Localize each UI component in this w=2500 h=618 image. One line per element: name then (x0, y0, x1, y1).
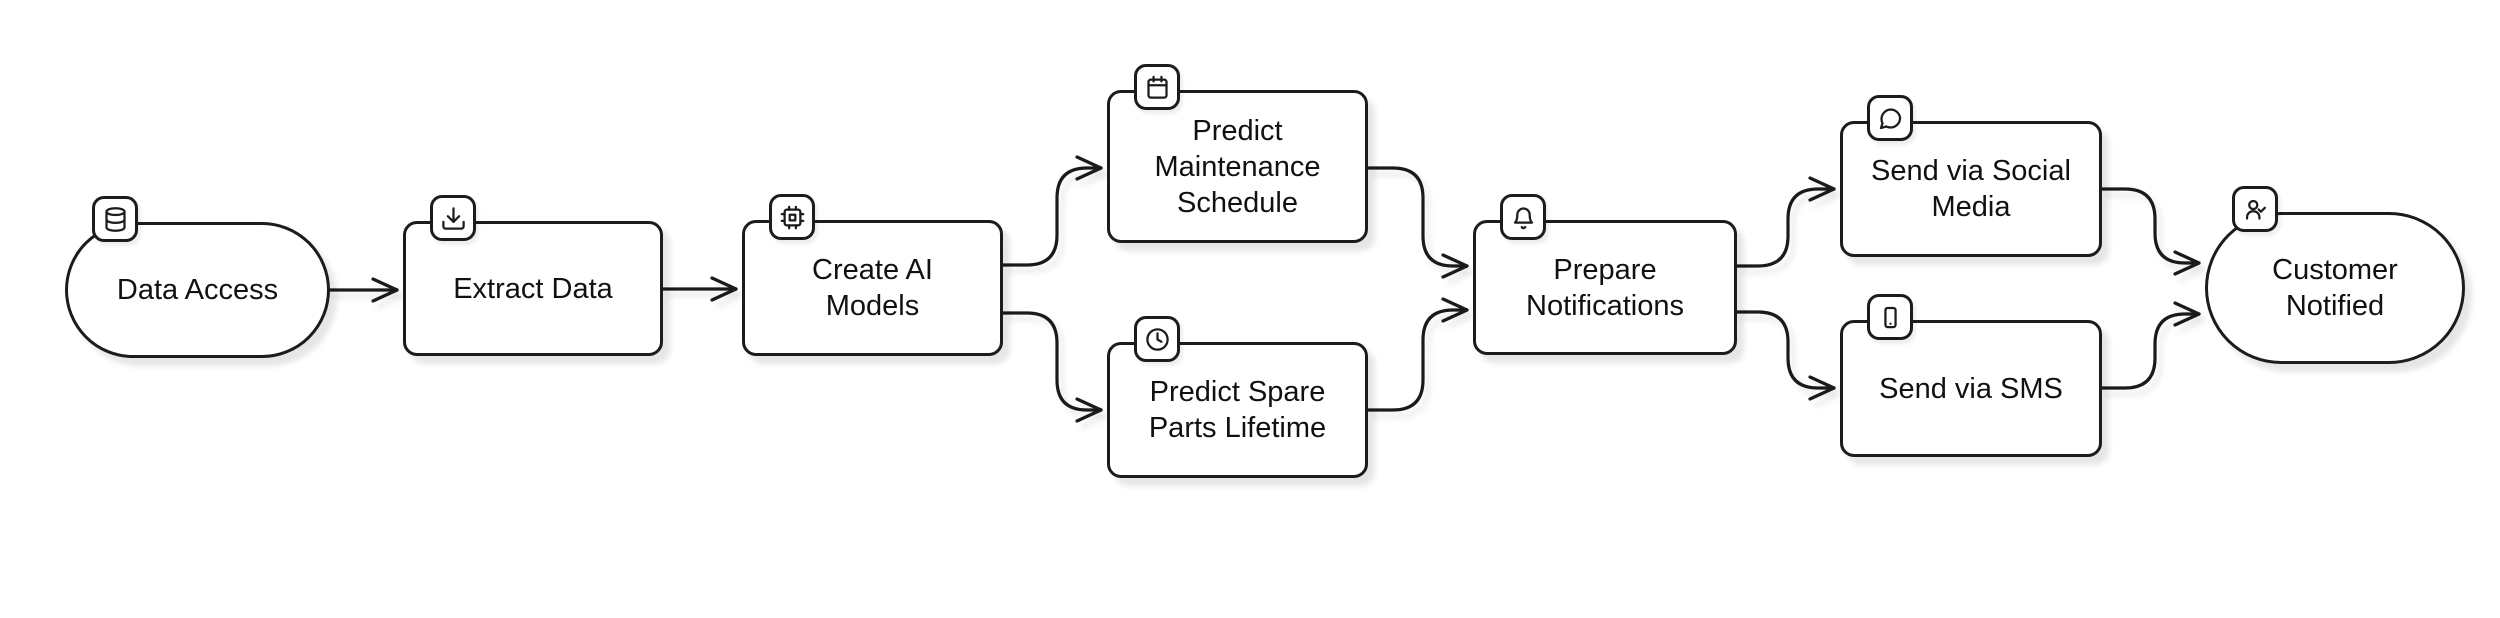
cpu-chip-icon (780, 205, 804, 229)
node-customer-notified: Customer Notified (2205, 186, 2465, 364)
download-icon (441, 206, 465, 230)
node-label: Create AI Models (812, 254, 933, 322)
node-badge (1867, 294, 1913, 340)
node-badge (1500, 194, 1546, 240)
node-data-access: Data Access (65, 196, 330, 358)
edge-send-via-sms-to-customer-notified (2100, 301, 2201, 390)
node-send-via-social-media: Send via Social Media (1840, 95, 2102, 257)
node-label: Extract Data (453, 272, 613, 305)
node-create-ai-models: Create AI Models (742, 194, 1003, 356)
chat-bubble-icon (1879, 107, 1901, 129)
smartphone-icon (1883, 306, 1897, 328)
edge-predict-spare-parts-lifetime-to-prepare-notifications (1366, 297, 1469, 412)
node-predict-maintenance-schedule: Predict Maintenance Schedule (1107, 64, 1368, 243)
node-badge (92, 196, 138, 242)
calendar-icon (1146, 75, 1168, 99)
edge-prepare-notifications-to-send-via-social-media (1735, 176, 1836, 268)
node-prepare-notifications: Prepare Notifications (1473, 194, 1737, 355)
clock-icon (1145, 327, 1169, 351)
node-badge (769, 194, 815, 240)
node-label: Predict Spare Parts Lifetime (1148, 376, 1327, 444)
user-check-icon (2245, 199, 2266, 220)
node-extract-data: Extract Data (403, 195, 663, 356)
edge-prepare-notifications-to-send-via-sms (1735, 310, 1836, 401)
node-badge (1134, 316, 1180, 362)
node-badge (2232, 186, 2278, 232)
node-label: Data Access (116, 274, 279, 306)
node-send-via-sms: Send via SMS (1840, 294, 2102, 457)
node-label: Send via SMS (1879, 372, 2063, 405)
edge-send-via-social-media-to-customer-notified (2100, 187, 2201, 276)
edge-create-ai-models-to-predict-spare-parts-lifetime (1001, 311, 1103, 423)
node-label: Prepare Notifications (1526, 253, 1684, 322)
node-label: Send via Social Media (1871, 155, 2071, 223)
edge-predict-maintenance-schedule-to-prepare-notifications (1366, 166, 1469, 279)
edge-create-ai-models-to-predict-maintenance-schedule (1001, 155, 1103, 267)
node-badge (1867, 95, 1913, 141)
database-icon (104, 206, 126, 232)
node-label: Predict Maintenance Schedule (1154, 114, 1321, 219)
node-badge (1134, 64, 1180, 110)
node-label: Customer Notified (2272, 254, 2398, 322)
bell-icon (1513, 206, 1533, 229)
node-predict-spare-parts-lifetime: Predict Spare Parts Lifetime (1107, 316, 1368, 478)
node-badge (430, 195, 476, 241)
